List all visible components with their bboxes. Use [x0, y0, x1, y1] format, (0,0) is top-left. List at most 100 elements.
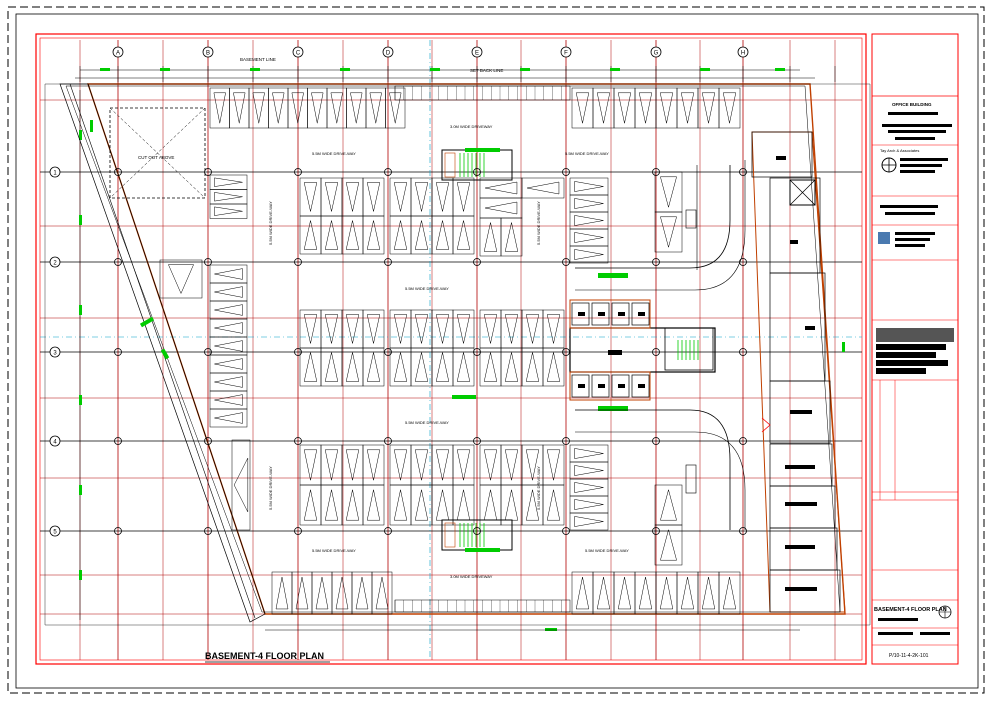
- dimension-value: [139, 316, 155, 328]
- stall-arrow: [324, 352, 339, 382]
- dimension-value: [340, 68, 350, 71]
- stall-arrow: [214, 268, 243, 280]
- parking-stall: [718, 87, 741, 129]
- structural-column: [384, 168, 392, 176]
- structural-column: [652, 527, 660, 535]
- stall-arrow: [435, 489, 450, 521]
- stall-arrow: [324, 449, 339, 481]
- dimension-value: [430, 68, 440, 71]
- stall-arrow: [574, 181, 604, 192]
- stall-arrow: [546, 352, 561, 382]
- stall-arrow: [660, 216, 677, 249]
- column-grid-bubble: [202, 46, 214, 58]
- structural-column: [384, 437, 392, 445]
- column-grid-bubble: [471, 46, 483, 58]
- row-grid-label: 2: [53, 261, 57, 267]
- dimension-value: [520, 68, 530, 71]
- lift-door: [598, 384, 605, 388]
- lift-door: [618, 384, 625, 388]
- north-driveway-label: 3.0M WIDE DRIVEWAY: [450, 124, 493, 129]
- row-grid-bubble: [49, 166, 61, 178]
- driveway-label-4: 5.5M WIDE DRIVE-WAY: [405, 420, 449, 425]
- stall-arrow: [291, 92, 304, 124]
- stall-arrow: [213, 92, 226, 124]
- parking-stall: [654, 484, 683, 526]
- structural-column: [384, 258, 392, 266]
- driveway-label-5: 5.5M WIDE DRIVE-WAY: [312, 548, 356, 553]
- stall-arrow: [350, 92, 363, 124]
- dimension-value: [79, 570, 82, 580]
- row-grid-bubble: [49, 525, 61, 537]
- stall-arrow: [366, 182, 381, 212]
- stall-arrow: [369, 92, 382, 124]
- dimension-value: [90, 120, 93, 132]
- parking-stall: [371, 571, 393, 615]
- dimension-value: [79, 215, 82, 225]
- stall-arrow: [435, 314, 450, 344]
- cut-out-box: [109, 107, 206, 199]
- row-grid-bubble: [49, 346, 61, 358]
- sheet-number: P/10-11-4-2K-101: [889, 653, 929, 659]
- stall-arrow: [303, 449, 318, 481]
- basement-wall: [87, 83, 846, 615]
- stall-arrow: [484, 181, 518, 195]
- structural-column: [294, 348, 302, 356]
- structural-column: [114, 348, 122, 356]
- stall-arrow: [546, 449, 561, 481]
- lift-car: [591, 302, 610, 326]
- driveway-label-2: 5.5M WIDE DRIVE-WAY: [565, 151, 609, 156]
- stall-arrow: [456, 352, 471, 382]
- inner-frame: [15, 13, 979, 689]
- structural-column: [562, 437, 570, 445]
- structural-column: [473, 437, 481, 445]
- parking-stall: [654, 211, 683, 253]
- stall-arrow: [680, 92, 695, 124]
- stall-arrow: [214, 304, 243, 316]
- structural-column: [739, 168, 747, 176]
- stall-arrow: [722, 576, 737, 610]
- stall-arrow: [617, 576, 632, 610]
- ramp-curve: [575, 431, 746, 530]
- stall-arrow: [375, 576, 389, 610]
- lift-door: [638, 312, 645, 316]
- structural-column: [204, 527, 212, 535]
- dimension-value: [610, 68, 620, 71]
- stall-arrow: [345, 449, 360, 481]
- core-stair: [664, 327, 714, 371]
- floor-plan: [44, 66, 871, 631]
- dimension-value: [79, 485, 82, 495]
- site-boundary: [44, 83, 871, 626]
- stall-arrow: [214, 286, 243, 298]
- ramp-curve: [575, 160, 746, 291]
- stall-arrow: [272, 92, 285, 124]
- structural-column: [114, 437, 122, 445]
- structural-column: [204, 258, 212, 266]
- stall-arrow: [483, 489, 498, 521]
- structural-column: [652, 348, 660, 356]
- basement-line-label: BASEMENT LINE: [240, 57, 276, 62]
- row-grid-label: 3: [53, 351, 57, 357]
- stall-arrow: [214, 358, 243, 370]
- parking-stall: [569, 512, 609, 531]
- stall-arrow: [504, 352, 519, 382]
- stair-core: [444, 152, 456, 178]
- dimension-value: [598, 273, 628, 278]
- stall-arrow: [435, 182, 450, 212]
- core-marker: [608, 350, 622, 355]
- ramp-curve: [575, 409, 731, 530]
- column-grid-label: G: [654, 51, 659, 57]
- driveway-vertical-3: 5.5M WIDE DRIVE-WAY: [268, 466, 273, 510]
- structural-column: [652, 168, 660, 176]
- stall-arrow: [526, 181, 560, 195]
- column-grid-label: C: [296, 51, 301, 57]
- column-grid-bubble: [560, 46, 572, 58]
- dimension-value: [598, 406, 628, 411]
- stall-arrow: [393, 314, 408, 344]
- stall-arrow: [456, 489, 471, 521]
- stall-arrow: [504, 222, 519, 252]
- stall-arrow: [414, 314, 429, 344]
- driveway-label-6: 5.5M WIDE DRIVE-WAY: [585, 548, 629, 553]
- room-label: [790, 410, 812, 414]
- lift-car: [631, 374, 650, 398]
